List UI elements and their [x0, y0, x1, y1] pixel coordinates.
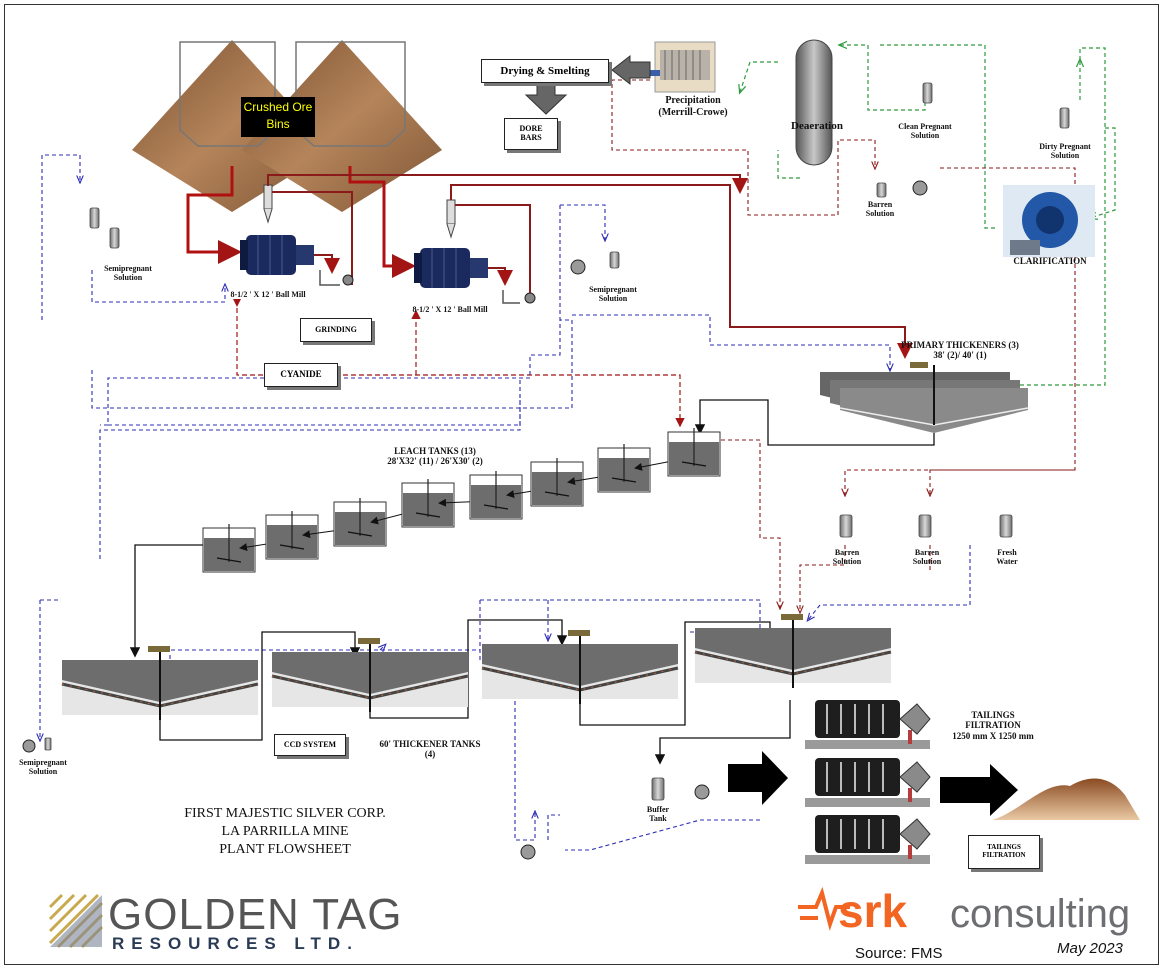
deaeration-label: Deaeration — [782, 120, 852, 133]
ccd-thickeners — [62, 614, 891, 720]
tank-icon — [203, 524, 255, 572]
tank-icon — [334, 498, 386, 546]
srk-wordmark: srk — [838, 888, 907, 934]
semipregnant-bottom-label: Semipregnant Solution — [8, 758, 78, 776]
filter-press-icon — [640, 42, 715, 92]
grinding-box: GRINDING — [300, 318, 372, 342]
cyclone-icon — [447, 200, 455, 237]
primary-thickeners — [820, 362, 1028, 433]
buffer-tank-label: Buffer Tank — [633, 805, 683, 823]
solution-tank-icon — [877, 183, 886, 197]
tank-icon — [598, 444, 650, 492]
title-company: FIRST MAJESTIC SILVER CORP. — [150, 805, 420, 823]
filter-press-icon — [805, 758, 930, 807]
golden-tag-logo-mark — [50, 895, 102, 947]
title-sheet: PLANT FLOWSHEET — [150, 841, 420, 859]
solution-tank-icon — [1000, 515, 1012, 537]
tailings-pile-icon — [992, 779, 1140, 820]
flow-arrow-icon — [728, 751, 788, 805]
cyclone-icon — [264, 185, 272, 222]
pump-icon — [571, 260, 585, 274]
pump-icon — [23, 740, 35, 752]
deaeration-column — [796, 40, 832, 165]
semipregnant-mid-label: Semipregnant Solution — [573, 285, 653, 303]
thickener-icon — [482, 630, 678, 704]
filter-press-icon — [805, 815, 930, 864]
grinding-circuit — [188, 166, 905, 355]
flow-arrow-icon — [612, 56, 650, 84]
thickener-tanks-label: 60' THICKENER TANKS (4) — [365, 739, 495, 760]
ball-mill-1-label: 8-1/2 ' X 12 ' Ball Mill — [213, 290, 323, 299]
tank-icon — [266, 511, 318, 559]
tailings-filter-presses — [805, 700, 930, 864]
tank-icon — [668, 428, 720, 476]
fresh-water-label: Fresh Water — [985, 548, 1029, 566]
tank-icon — [531, 458, 583, 506]
pump-icon — [521, 845, 535, 859]
solution-tank-icon — [610, 252, 619, 268]
thickener-icon — [62, 646, 258, 720]
cyanide-box: CYANIDE — [264, 363, 338, 387]
solution-tank-icon — [1060, 108, 1069, 128]
ball-mill-2-label: 8-1/2 ' X 12 ' Ball Mill — [395, 305, 505, 314]
solution-tank-icon — [919, 515, 931, 537]
pump-icon — [525, 293, 535, 303]
solution-tank-icon — [110, 228, 119, 248]
semipregnant-left-label: Semipregnant Solution — [88, 264, 168, 282]
clarification-label: CLARIFICATION — [1002, 256, 1098, 266]
ccd-system-box: CCD SYSTEM — [274, 734, 346, 756]
tailings-filtration-box: TAILINGS FILTRATION — [968, 835, 1040, 869]
barren-solution-2-label: Barren Solution — [902, 548, 952, 566]
title-mine: LA PARRILLA MINE — [150, 823, 420, 841]
ball-mill-icon — [240, 235, 314, 275]
thickener-icon — [272, 638, 468, 712]
date-note: May 2023 — [1057, 940, 1123, 957]
pump-icon — [343, 275, 353, 285]
flow-arrow-icon — [940, 764, 1018, 816]
source-note: Source: FMS — [855, 945, 943, 962]
primary-thickeners-label: PRIMARY THICKENERS (3) 38' (2)/ 40' (1) — [895, 340, 1025, 361]
flow-arrow-icon — [526, 85, 566, 114]
solution-tank-icon — [45, 738, 51, 750]
flowsheet-title: FIRST MAJESTIC SILVER CORP. LA PARRILLA … — [150, 805, 420, 859]
dirty-pregnant-label: Dirty Pregnant Solution — [1020, 142, 1110, 160]
pump-icon — [913, 181, 927, 195]
drying-smelting-box: Drying & Smelting — [481, 59, 609, 83]
barren-solution-top-label: Barren Solution — [850, 200, 910, 218]
tailings-filtration-label: TAILINGS FILTRATION 1250 mm X 1250 mm — [938, 710, 1048, 741]
ball-mill-icon — [414, 248, 488, 288]
barren-solution-1-label: Barren Solution — [822, 548, 872, 566]
solution-tank-icon — [652, 778, 664, 800]
leach-tanks-label: LEACH TANKS (13) 28'X32' (11) / 26'X30' … — [360, 446, 510, 467]
clean-pregnant-label: Clean Pregnant Solution — [880, 122, 970, 140]
filter-press-icon — [805, 700, 930, 749]
dore-bars-box: DORE BARS — [504, 118, 558, 150]
solution-tank-icon — [90, 208, 99, 228]
golden-tag-subtitle: RESOURCES LTD. — [112, 934, 359, 954]
clarification-unit — [1003, 185, 1095, 257]
crushed-ore-bins-label: Crushed Ore Bins — [241, 97, 315, 137]
golden-tag-name: GOLDEN TAG — [108, 893, 402, 937]
solution-tank-icon — [923, 83, 932, 103]
tank-icon — [470, 471, 522, 519]
solution-tank-icon — [840, 515, 852, 537]
thickener-icon — [695, 614, 891, 688]
srk-consulting-wordmark: consulting — [950, 893, 1130, 935]
pump-icon — [695, 785, 709, 799]
precipitation-label: Precipitation (Merrill-Crowe) — [648, 95, 738, 118]
